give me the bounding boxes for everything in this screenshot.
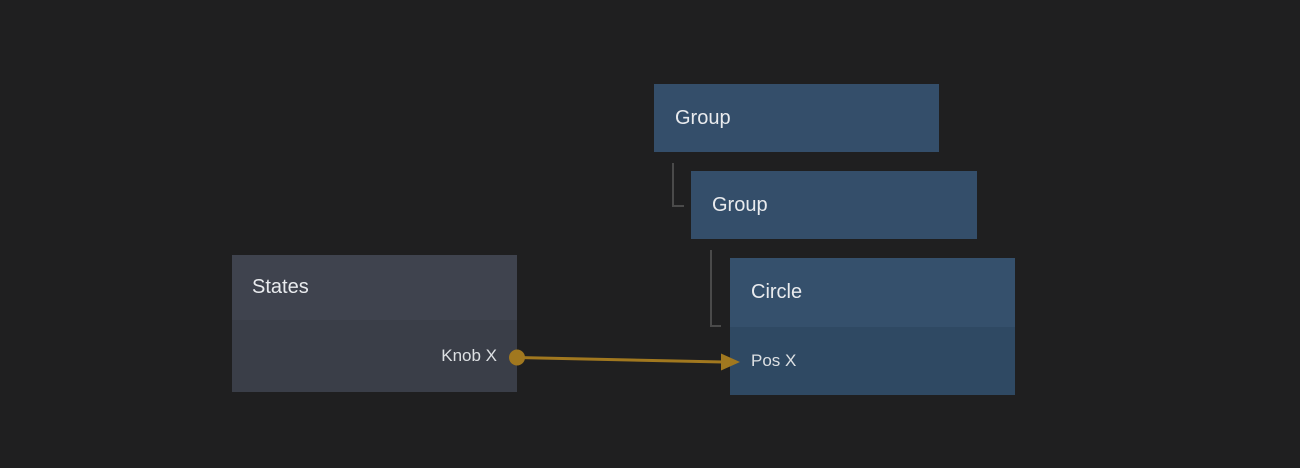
- node-header: States: [232, 255, 517, 320]
- connection-wire[interactable]: [516, 356, 724, 364]
- hierarchy-connector-group-to-group: [672, 163, 684, 207]
- node-title: Group: [712, 193, 768, 216]
- input-port-label: Pos X: [751, 351, 797, 370]
- node-group-inner[interactable]: Group: [691, 171, 977, 239]
- node-circle[interactable]: Circle Pos X: [730, 258, 1015, 395]
- hierarchy-connector-group-to-circle: [710, 250, 721, 327]
- node-group-outer[interactable]: Group: [654, 84, 939, 152]
- node-title: Group: [675, 106, 731, 129]
- output-port-label: Knob X: [441, 346, 497, 365]
- port-row-pos-x: Pos X: [730, 327, 1015, 395]
- node-title: States: [252, 276, 309, 298]
- node-title: Circle: [751, 281, 803, 303]
- node-states[interactable]: States Knob X: [232, 255, 517, 392]
- node-header: Circle: [730, 258, 1015, 327]
- port-row-knob-x: Knob X: [232, 320, 517, 392]
